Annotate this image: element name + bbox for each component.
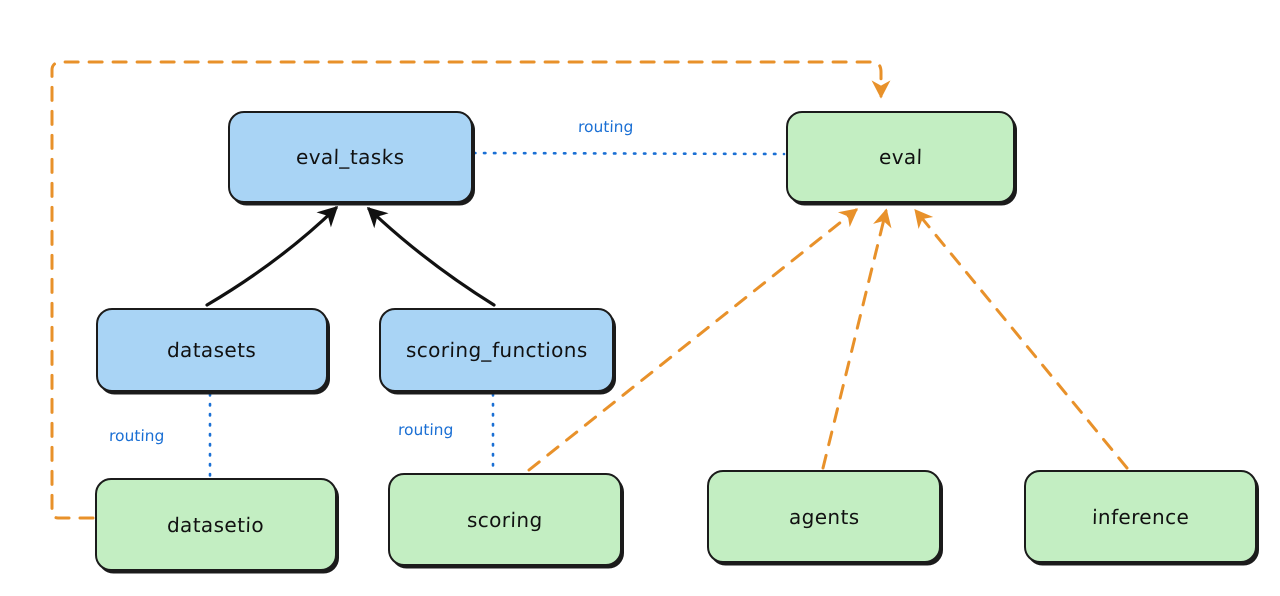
node-datasets[interactable]: datasets [96, 308, 328, 392]
node-label: eval_tasks [295, 145, 406, 169]
node-datasetio[interactable]: datasetio [95, 478, 337, 571]
edge-scoring-eval [527, 208, 859, 472]
node-eval[interactable]: eval [786, 111, 1015, 203]
edge-label-routing-datasetio: routing [108, 427, 165, 445]
node-label: eval [878, 145, 923, 169]
node-eval-tasks[interactable]: eval_tasks [228, 111, 473, 203]
edge-datasets-eval_tasks [205, 206, 339, 307]
edge-inference-eval [914, 208, 1129, 470]
edge-label-routing-scoring: routing [397, 421, 454, 439]
edge-label-routing-eval: routing [577, 118, 634, 136]
node-scoring-functions[interactable]: scoring_functions [379, 308, 614, 392]
node-scoring[interactable]: scoring [388, 473, 622, 566]
node-label: datasets [167, 338, 257, 362]
node-label: scoring_functions [405, 338, 588, 362]
node-label: datasetio [167, 512, 265, 537]
node-label: scoring [466, 507, 544, 532]
node-agents[interactable]: agents [707, 470, 941, 563]
edge-eval_tasks-eval [472, 151, 786, 156]
edge-agents-eval [821, 208, 892, 470]
edge-datasetio-eval [50, 60, 891, 520]
node-label: inference [1091, 504, 1190, 529]
node-inference[interactable]: inference [1024, 470, 1257, 563]
node-label: agents [788, 504, 860, 529]
edge-scoring_functions-eval_tasks [366, 207, 496, 307]
